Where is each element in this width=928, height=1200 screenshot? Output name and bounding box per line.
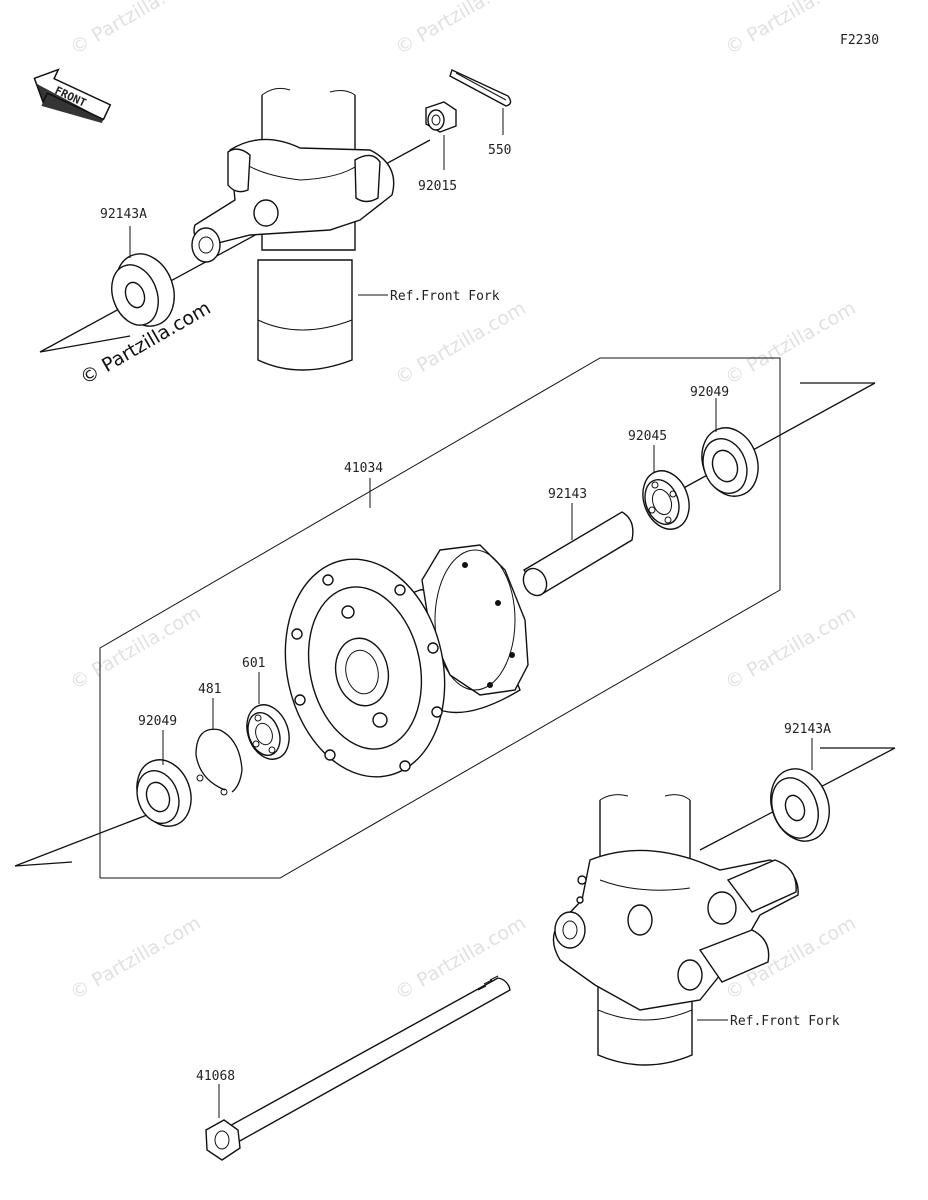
watermark: © Partzilla.com [722,297,860,389]
diagram-code: F2230 [840,33,879,48]
bearing-92045 [642,470,690,530]
nut-92015 [425,101,457,133]
circlip-481 [195,728,243,796]
seal-92049-left [136,759,192,827]
watermark: © Partzilla.com [722,602,860,694]
seal-92049-right [701,427,759,497]
axle-41068 [205,975,511,1161]
watermark-group: © Partzilla.com © Partzilla.com © Partzi… [67,0,860,1004]
front-fork-right [552,747,896,1066]
watermark: © Partzilla.com [67,912,205,1004]
part-label-92015[interactable]: 92015 [418,179,457,194]
part-label-550[interactable]: 550 [488,143,511,158]
part-label-92049-left[interactable]: 92049 [138,714,177,729]
part-label-92143A-top[interactable]: 92143A [100,207,147,222]
watermark: © Partzilla.com [67,0,205,59]
ref-front-fork-label-bottom: Ref.Front Fork [730,1014,840,1029]
ref-front-fork-label: Ref.Front Fork [390,289,500,304]
front-fork-left [39,87,431,371]
part-label-92045[interactable]: 92045 [628,429,667,444]
front-arrow-icon: FRONT [33,68,112,123]
watermark: © Partzilla.com [722,0,860,59]
bearing-601 [246,704,290,760]
part-label-92049-right[interactable]: 92049 [690,385,729,400]
collar-92143A-bottom [770,768,830,842]
watermark: © Partzilla.com [392,0,530,59]
spacer-92143 [522,511,634,597]
part-label-481[interactable]: 481 [198,682,221,697]
part-label-41034[interactable]: 41034 [344,461,383,476]
cotter-pin-550 [449,69,512,107]
part-label-41068[interactable]: 41068 [196,1069,235,1084]
collar-92143A-top [111,253,175,327]
watermark: © Partzilla.com [67,602,205,694]
part-label-601[interactable]: 601 [242,656,265,671]
watermark: © Partzilla.com [392,297,530,389]
part-label-92143A-bottom[interactable]: 92143A [784,722,831,737]
part-label-92143[interactable]: 92143 [548,487,587,502]
wheel-hub-41034 [284,544,529,778]
